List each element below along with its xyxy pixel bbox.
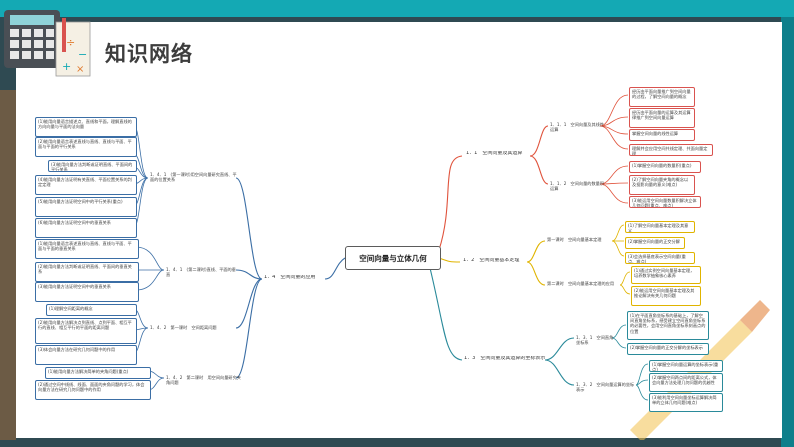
leaf-1-1-2-c: (3)能运用空间向量数量积解决立体几何问题(重点、难点) bbox=[629, 196, 701, 208]
leaf-1-1-2-a: (1)掌握空间向量的数量积(重点) bbox=[629, 161, 701, 173]
leaf-1-1-2-b: (2)了解空间向量夹角的概念以及投影向量的意义(难点) bbox=[629, 175, 695, 195]
branch-1-1-label: 1．1 空间向量及其运算 bbox=[466, 151, 523, 156]
leaf-1-4-1a-b: (2)能用向量语言表述直线与直线、直线与平面、平面与平面的平行关系 bbox=[35, 137, 137, 157]
leaf-1-4-1a-a: (1)能用向量语言描述点、直线和平面，理解直线的方向向量与平面的法向量 bbox=[35, 117, 137, 137]
leaf-1-4-1a-e: (5)能用向量方法证明空间中的平行关系(重点) bbox=[35, 197, 137, 217]
top-accent-bar bbox=[0, 0, 794, 17]
branch-1-4-2b-label: 1．4．2 第二课时 用空间向量研究夹角问题 bbox=[166, 375, 241, 386]
leaf-1-4-2b-a: (1)能用向量方法解决简单的夹角问题(重点) bbox=[45, 367, 151, 379]
leaf-1-4-1b-a: (1)能用向量语言表述直线与直线、直线与平面、平面与平面的垂直关系 bbox=[35, 239, 139, 259]
branch-1-2-2-label: 第二课时 空间向量基本定理的应用 bbox=[547, 281, 615, 286]
leaf-1-3-1-a: (1)在平面直角坐标系的基础上，了解空间直角坐标系，感受建立空间直角坐标系的必要… bbox=[627, 311, 709, 340]
leaf-1-1-1-d: 理解并会应用空间共线定理、共面向量定理 bbox=[629, 144, 713, 156]
leaf-1-3-2-a: (1)掌握空间向量运算的坐标表示(重点) bbox=[649, 360, 723, 372]
branch-1-3-2-label: 1．3．2 空间向量运算的坐标表示 bbox=[576, 382, 635, 393]
leaf-1-4-1a-d: (4)能用向量方法证明有关直线、平面位置关系的判定定理 bbox=[35, 175, 137, 195]
notebook-icon: ÷ − + × bbox=[55, 18, 91, 77]
leaf-1-4-2b-b: (2)通过空间中线线、线面、面面的夹角问题的学习，体会向量方法在研究几何问题中的… bbox=[35, 380, 151, 400]
branch-1-3-1-label: 1．3．1 空间直角坐标系 bbox=[576, 335, 614, 346]
leaf-1-2-2-a: (1)通过实例空间向量基本定理，培养数学抽象核心素养 bbox=[631, 266, 701, 284]
branch-1-2-label: 1．2 空间向量基本定理 bbox=[463, 258, 520, 263]
mindmap-center-node: 空间向量与立体几何 bbox=[345, 246, 441, 270]
leaf-1-1-1-b: 经历由平面向量的运算及其运算律推广到空间向量运算 bbox=[629, 108, 695, 128]
page-title: 知识网络 bbox=[105, 42, 193, 66]
leaf-1-1-1-c: 掌握空间向量的线性运算 bbox=[629, 129, 695, 141]
leaf-1-1-1-a: 经历由平面向量推广到空间向量的过程，了解空间向量的概念 bbox=[629, 87, 695, 107]
leaf-1-2-2-b: (2)能运用空间向量基本定理及其推论解决有关几何问题 bbox=[631, 286, 701, 306]
svg-text:+: + bbox=[62, 60, 71, 73]
leaf-1-4-1a-c: (3)能用向量方法判断或证明直线、平面间的平行关系 bbox=[48, 160, 137, 172]
svg-text:÷: ÷ bbox=[66, 36, 75, 49]
branch-1-1-1-label: 1．1．1 空间向量及其线性运算 bbox=[550, 122, 605, 133]
leaf-1-4-2a-c: (3)体会向量方法在研究几何问题中的作用 bbox=[35, 345, 137, 365]
ruler-icon bbox=[0, 90, 16, 440]
leaf-1-4-1a-f: (6)能用向量方法证明空间中的垂直关系 bbox=[35, 218, 137, 238]
svg-text:−: − bbox=[78, 48, 87, 61]
right-accent-strip bbox=[781, 17, 794, 447]
branch-1-4-2a-label: 1．4．2 第一课时 空间距离问题 bbox=[150, 325, 217, 330]
branch-1-4-1a-label: 1．4．1 (第一课时)用空间向量研究直线、平面的位置关系 bbox=[150, 172, 237, 183]
calculator-icon bbox=[4, 10, 60, 68]
leaf-1-4-2a-a: (1)理解空间距离的概念 bbox=[46, 304, 137, 316]
branch-1-4-label: 1．4 空间向量的应用 bbox=[264, 275, 316, 280]
leaf-1-4-2a-b: (2)能用向量方法解决点到直线、点到平面、相互平行的直线、相互平行的平面的距离问… bbox=[35, 318, 137, 344]
leaf-1-2-1-a: (1)了解空间向量基本定理及其意义 bbox=[625, 221, 695, 233]
branch-1-4-1b-label: 1．4．1 (第二课时)直线、平面的垂直 bbox=[166, 267, 236, 278]
leaf-1-4-1b-b: (2)能用向量方法判断或证明直线、平面间的垂直关系 bbox=[35, 262, 139, 282]
leaf-1-3-1-b: (2)掌握空间向量的正交分解的坐标表示 bbox=[627, 343, 709, 355]
branch-1-3-label: 1．3 空间向量及其运算的坐标表示 bbox=[464, 356, 546, 361]
branch-1-1-2-label: 1．1．2 空间向量的数量积运算 bbox=[550, 181, 605, 192]
leaf-1-3-2-c: (3)能利用空间向量坐标运算解决简单的立体几何问题(难点) bbox=[649, 393, 723, 412]
leaf-1-3-2-b: (2)掌握空间两点间的距离公式，体会向量方法处理几何问题的优越性 bbox=[649, 373, 723, 392]
leaf-1-2-1-b: (2)掌握空间向量的正交分解 bbox=[625, 237, 685, 249]
leaf-1-2-1-c: (3)会选择基底表示空间向量(重点、难点) bbox=[625, 252, 695, 264]
branch-1-2-1-label: 第一课时 空间向量基本定理 bbox=[547, 237, 602, 242]
leaf-1-4-1b-c: (3)能用向量方法证明空间中的垂直关系 bbox=[35, 282, 139, 302]
svg-text:×: × bbox=[76, 64, 84, 75]
